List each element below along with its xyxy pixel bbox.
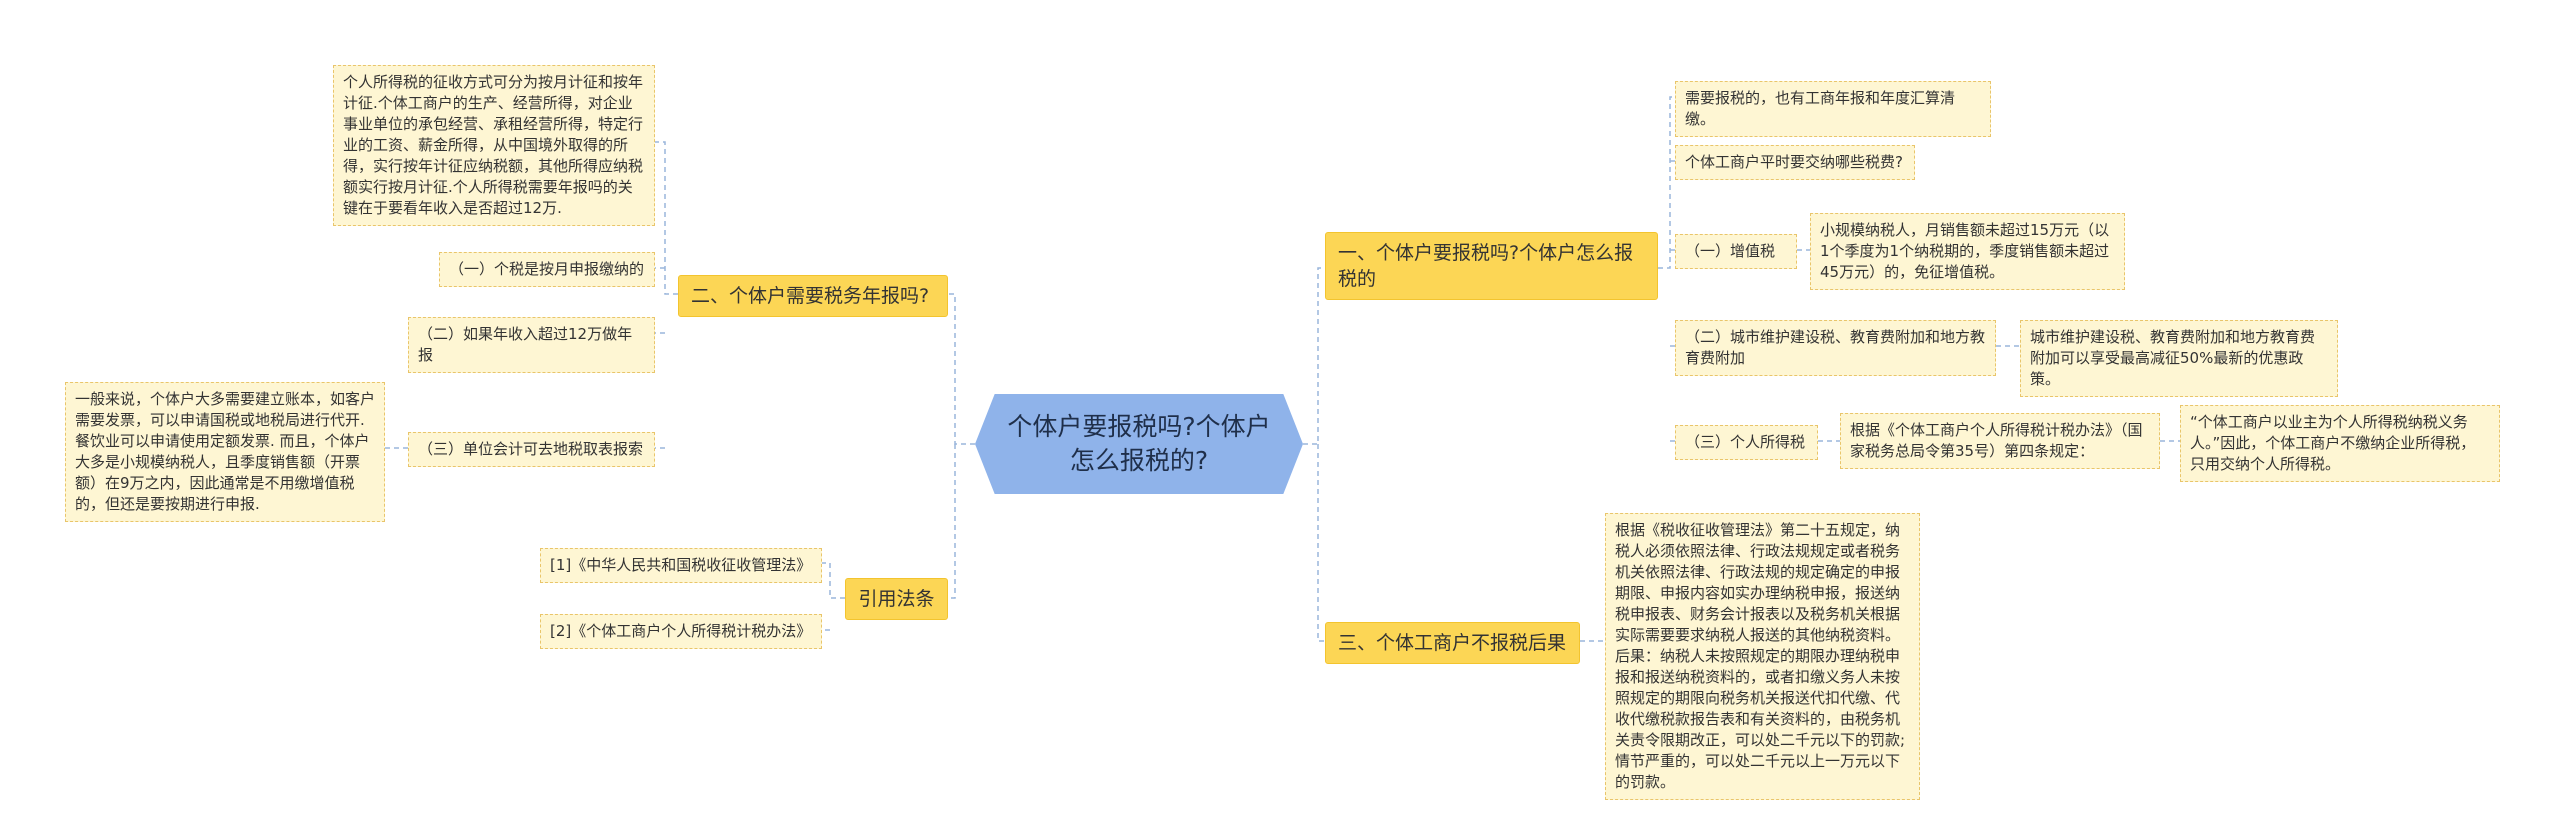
ref-individual-tax-method-text: [2]《个体工商户个人所得税计税办法》 <box>550 622 812 640</box>
note-owner-taxpayer-text: “个体工商户以业主为个人所得税纳税义务人。”因此，个体工商户不缴纳企业所得税，只… <box>2190 413 2476 473</box>
note-city-tax-discount-text: 城市维护建设税、教育费附加和地方教育费附加可以享受最高减征50%最新的优惠政策。 <box>2030 328 2316 388</box>
note-vat-exemption-text: 小规模纳税人，月销售额未超过15万元（以1个季度为1个纳税期的，季度销售额未超过… <box>1820 221 2110 281</box>
note-penalties-text: 根据《税收征收管理法》第二十五规定，纳税人必须依照法律、行政法规规定或者税务机关… <box>1615 521 1906 791</box>
branch-cited-laws-title: 引用法条 <box>858 588 935 610</box>
leaf-vat[interactable]: （一）增值税 <box>1675 234 1797 269</box>
note-income-tax-method-text: 个人所得税的征收方式可分为按月计征和按年计征.个体工商户的生产、经营所得，对企业… <box>343 73 644 217</box>
branch-consequences[interactable]: 三、个体工商户不报税后果 <box>1325 622 1580 664</box>
leaf-city-tax-text: （二）城市维护建设税、教育费附加和地方教育费附加 <box>1685 328 1986 367</box>
branch-need-tax[interactable]: 一、个体户要报税吗?个体户怎么报税的 <box>1325 232 1658 300</box>
leaf-personal-income-tax-text: （三）个人所得税 <box>1685 433 1806 451</box>
branch-consequences-title: 三、个体工商户不报税后果 <box>1338 632 1567 654</box>
note-income-tax-method[interactable]: 个人所得税的征收方式可分为按月计征和按年计征.个体工商户的生产、经营所得，对企业… <box>333 65 655 226</box>
note-owner-taxpayer[interactable]: “个体工商户以业主为个人所得税纳税义务人。”因此，个体工商户不缴纳企业所得税，只… <box>2180 405 2500 482</box>
root-topic[interactable]: 个体户要报税吗?个体户怎么报税的? <box>975 394 1303 494</box>
note-penalties[interactable]: 根据《税收征收管理法》第二十五规定，纳税人必须依照法律、行政法规规定或者税务机关… <box>1605 513 1920 800</box>
ref-individual-tax-method[interactable]: [2]《个体工商户个人所得税计税办法》 <box>540 614 822 649</box>
item-annual-over-120k[interactable]: （二）如果年收入超过12万做年报 <box>408 317 655 373</box>
branch-cited-laws[interactable]: 引用法条 <box>845 578 948 620</box>
leaf-which-fees[interactable]: 个体工商户平时要交纳哪些税费? <box>1675 145 1915 180</box>
leaf-regulation-35-text: 根据《个体工商户个人所得税计税办法》（国家税务总局令第35号）第四条规定： <box>1850 421 2143 460</box>
ref-tax-collection-law-text: [1]《中华人民共和国税收征收管理法》 <box>550 556 812 574</box>
leaf-need-file[interactable]: 需要报税的，也有工商年报和年度汇算清缴。 <box>1675 81 1991 137</box>
branch-annual-report[interactable]: 二、个体户需要税务年报吗? <box>678 275 948 317</box>
item-annual-over-120k-text: （二）如果年收入超过12万做年报 <box>418 325 633 364</box>
root-topic-text: 个体户要报税吗?个体户怎么报税的? <box>1007 412 1271 475</box>
item-accountant-forms[interactable]: （三）单位会计可去地税取表报索 <box>408 432 655 467</box>
branch-need-tax-title: 一、个体户要报税吗?个体户怎么报税的 <box>1338 242 1634 290</box>
item-monthly-filing-text: （一）个税是按月申报缴纳的 <box>449 260 645 278</box>
note-bookkeeping[interactable]: 一般来说，个体户大多需要建立账本，如客户需要发票，可以申请国税或地税局进行代开.… <box>65 382 385 522</box>
leaf-personal-income-tax[interactable]: （三）个人所得税 <box>1675 425 1818 460</box>
leaf-vat-text: （一）增值税 <box>1685 242 1776 260</box>
ref-tax-collection-law[interactable]: [1]《中华人民共和国税收征收管理法》 <box>540 548 822 583</box>
note-vat-exemption[interactable]: 小规模纳税人，月销售额未超过15万元（以1个季度为1个纳税期的，季度销售额未超过… <box>1810 213 2125 290</box>
note-bookkeeping-text: 一般来说，个体户大多需要建立账本，如客户需要发票，可以申请国税或地税局进行代开.… <box>75 390 376 513</box>
leaf-city-tax[interactable]: （二）城市维护建设税、教育费附加和地方教育费附加 <box>1675 320 1996 376</box>
leaf-which-fees-text: 个体工商户平时要交纳哪些税费? <box>1685 153 1903 171</box>
leaf-need-file-text: 需要报税的，也有工商年报和年度汇算清缴。 <box>1685 89 1956 128</box>
branch-annual-report-title: 二、个体户需要税务年报吗? <box>691 285 930 307</box>
item-monthly-filing[interactable]: （一）个税是按月申报缴纳的 <box>439 252 655 287</box>
note-city-tax-discount[interactable]: 城市维护建设税、教育费附加和地方教育费附加可以享受最高减征50%最新的优惠政策。 <box>2020 320 2338 397</box>
leaf-regulation-35[interactable]: 根据《个体工商户个人所得税计税办法》（国家税务总局令第35号）第四条规定： <box>1840 413 2160 469</box>
item-accountant-forms-text: （三）单位会计可去地税取表报索 <box>418 440 644 458</box>
